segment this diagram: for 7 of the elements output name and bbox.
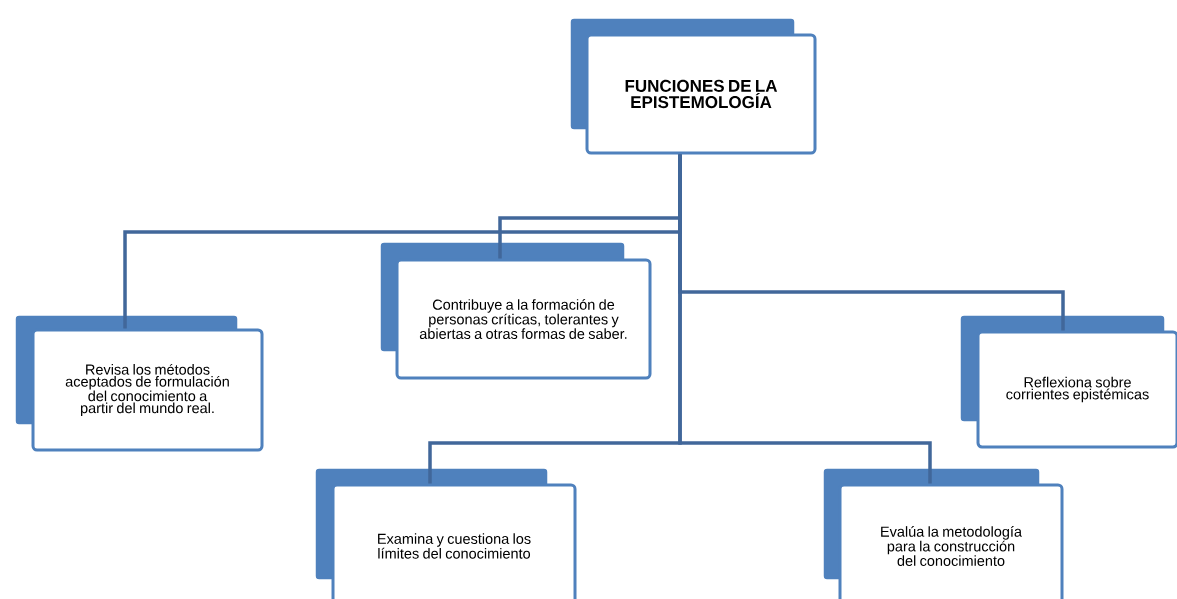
function-box: Revisa los métodos aceptados de formulación del conocimiento a partir del mundo real. [14,314,264,452]
connector [678,154,932,484]
title-box: FUNCIONES DE LA EPISTEMOLOGÍA [569,17,817,155]
function-box: Contribuye a la formación de personas críticas, tolerantes y abiertas a otras formas de saber. [379,241,652,380]
function-box: Reflexiona sobre corrientes epistémicas [959,314,1177,449]
function-box: Evalúa la metodología para la construcción del conocimiento [822,467,1064,599]
function-box: Examina y cuestiona los límites del conocimiento [314,467,577,599]
